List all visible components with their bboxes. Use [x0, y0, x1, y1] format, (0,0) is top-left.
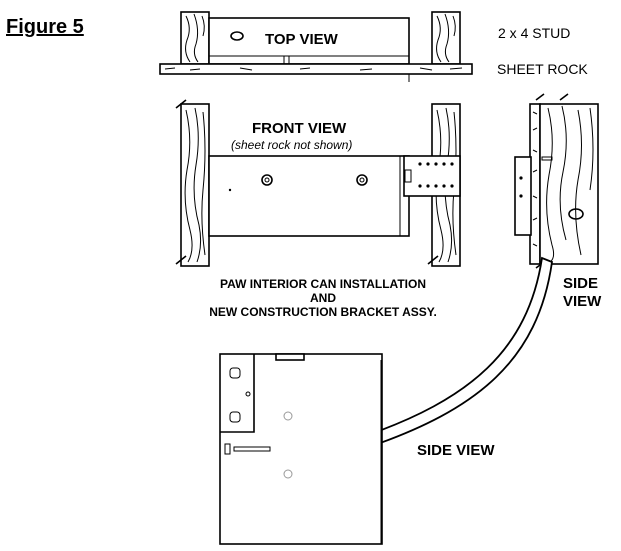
- top-view-knockout: [230, 31, 244, 41]
- figure-title: Figure 5: [6, 16, 84, 38]
- side-view-bracket: [514, 156, 532, 236]
- side-view-large-clip: [275, 353, 305, 361]
- front-view-knockout-right: [356, 174, 368, 186]
- caption-line-1: PAW INTERIOR CAN INSTALLATION: [220, 277, 426, 291]
- side-view-large-can: [219, 353, 383, 545]
- front-view-title: FRONT VIEW: [252, 120, 347, 137]
- front-view-can: [208, 155, 410, 237]
- top-view-sheet-rock: [159, 63, 473, 75]
- side-view-small-label-1: SIDE: [563, 275, 598, 292]
- side-view-large-label: SIDE VIEW: [417, 442, 495, 459]
- side-view-small-label-2: VIEW: [563, 293, 602, 310]
- label-2x4-stud: 2 x 4 STUD: [498, 25, 570, 41]
- side-view-stud: [539, 103, 599, 265]
- caption-line-2: AND: [310, 291, 336, 305]
- label-sheet-rock: SHEET ROCK: [497, 61, 588, 77]
- front-view-subtitle: (sheet rock not shown): [231, 138, 352, 152]
- top-view: TOP VIEW 2 x 4 STUD SHEET ROCK: [159, 11, 588, 82]
- caption: PAW INTERIOR CAN INSTALLATION AND NEW CO…: [209, 277, 437, 319]
- bracket-holes: [418, 162, 454, 188]
- front-view-knockout-left: [261, 174, 273, 186]
- front-view: FRONT VIEW (sheet rock not shown): [175, 99, 461, 267]
- side-view-large-bracket: [220, 354, 255, 433]
- side-view-large: SIDE VIEW: [219, 353, 495, 545]
- side-view-small: SIDE VIEW: [514, 93, 602, 310]
- front-view-bracket: [403, 155, 461, 197]
- top-view-title: TOP VIEW: [265, 31, 339, 48]
- caption-line-3: NEW CONSTRUCTION BRACKET ASSY.: [209, 305, 437, 319]
